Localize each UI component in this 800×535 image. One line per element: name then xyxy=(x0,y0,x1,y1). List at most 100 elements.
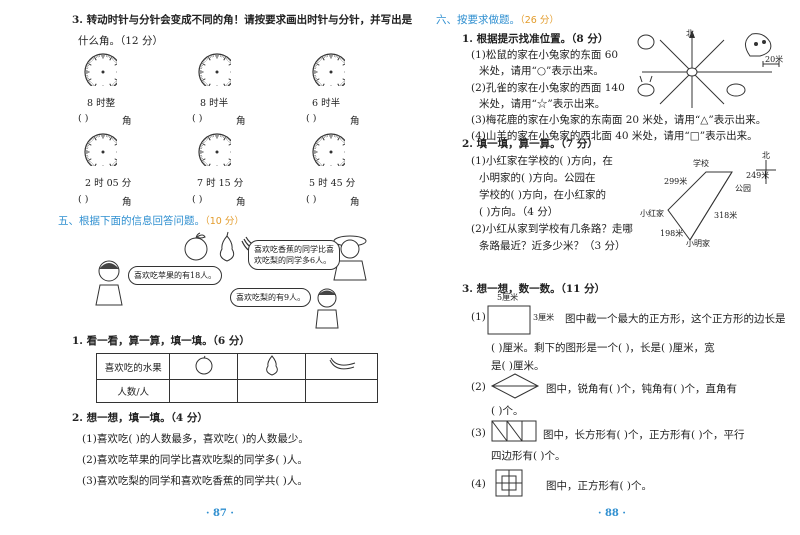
table-input-cell[interactable] xyxy=(169,379,239,403)
clock-label: 2 时 05 分 xyxy=(85,178,132,189)
peacock-icon xyxy=(745,33,772,57)
section-5-title-text: 五、根据下面的信息回答问题。 xyxy=(58,215,205,227)
label-school: 学校 xyxy=(693,159,709,168)
north-label: 北 xyxy=(686,29,694,38)
apple-icon xyxy=(195,355,213,375)
r-q3-line: ( )个。 xyxy=(491,405,524,417)
q3-title-line1: 3. 转动时针与分针会变成不同的角！请按要求画出时针与分针，并写出是 xyxy=(72,14,413,26)
clock-label: 6 时半 xyxy=(312,98,341,109)
label-xiaoming: 小明家 xyxy=(686,239,710,248)
r-q2-title: 2. 填一填，算一算。（7 分） xyxy=(462,138,598,150)
q2-line-2: (2)喜欢吃苹果的同学比喜欢吃梨的同学多( )人。 xyxy=(82,454,308,466)
angle-suffix: 角 xyxy=(122,116,132,127)
clock-label: 8 时半 xyxy=(200,98,229,109)
table-header-cell: 人数/人 xyxy=(95,379,171,403)
r-q3-line: 四边形有( )个。 xyxy=(491,450,566,462)
distance-label: 318米 xyxy=(714,211,738,220)
goat-icon xyxy=(726,83,746,97)
r-q2-line: (2)小红从家到学校有几条路？走哪 xyxy=(471,223,633,235)
r-q3-line: ( )厘米。剩下的图形是一个( )，长是( )厘米，宽 xyxy=(491,342,715,354)
answer-paren[interactable]: ( ) xyxy=(306,194,317,205)
clock-face-icon[interactable] xyxy=(311,132,345,166)
clock-face-icon[interactable] xyxy=(197,52,231,86)
q2-line-1: (1)喜欢吃( )的人数最多，喜欢吃( )的人数最少。 xyxy=(82,433,309,445)
q1-title: 1. 看一看，算一算，填一填。（6 分） xyxy=(72,335,250,347)
section-6-title-text: 六、按要求做题。 xyxy=(436,14,520,26)
scale-label: 20米 xyxy=(765,55,784,64)
answer-paren[interactable]: ( ) xyxy=(192,194,203,205)
boy-illustration xyxy=(315,288,339,329)
banana-icon xyxy=(329,357,355,370)
page-number-left: · 87 · xyxy=(206,508,234,519)
rabbit-icon xyxy=(686,67,698,77)
squirrel-icon xyxy=(637,34,655,50)
answer-paren[interactable]: ( ) xyxy=(192,113,203,124)
clock-face-icon[interactable] xyxy=(311,52,345,86)
r-q1-title: 1. 根据提示找准位置。（8 分） xyxy=(462,33,609,45)
angle-suffix: 角 xyxy=(122,197,132,208)
r-q3-line: 图中，正方形有( )个。 xyxy=(546,480,653,492)
r-q3-line: 图中截一个最大的正方形，这个正方形的边长是 xyxy=(565,313,786,325)
r-q2-line: 条路最近？近多少米？（3 分） xyxy=(479,240,626,252)
table-input-cell[interactable] xyxy=(237,379,307,403)
label-xiaohong: 小红家 xyxy=(640,209,664,218)
clock-face-icon[interactable] xyxy=(83,52,117,86)
r-q2-line: 小明家的( )方向。公园在 xyxy=(479,172,596,184)
clock-face-icon[interactable] xyxy=(197,132,231,166)
angle-suffix: 角 xyxy=(350,197,360,208)
table-cell xyxy=(169,353,239,380)
rect-top-label: 5厘米 xyxy=(497,293,519,302)
r-q3-part: (4) xyxy=(471,478,486,490)
girl-with-hat-illustration xyxy=(333,235,367,281)
compass-map xyxy=(637,30,780,108)
r-q1-line: (1)松鼠的家在小兔家的东面 60 xyxy=(471,49,619,61)
r-q3-part: (3) xyxy=(471,427,486,439)
r-q3-line: 图中，锐角有( )个，钝角有( )个，直角有 xyxy=(546,383,738,395)
girl-illustration xyxy=(95,260,123,306)
rhombus-figure xyxy=(490,373,540,399)
distance-label: 299米 xyxy=(664,177,688,186)
answer-paren[interactable]: ( ) xyxy=(78,194,89,205)
table-cell xyxy=(305,353,378,380)
r-q2-line: 学校的( )方向，在小红家的 xyxy=(479,189,607,201)
r-q3-title: 3. 想一想，数一数。（11 分） xyxy=(462,283,606,295)
q2-line-3: (3)喜欢吃梨的同学和喜欢吃香蕉的同学共( )人。 xyxy=(82,475,308,487)
rectangle-figure xyxy=(487,305,531,335)
answer-paren[interactable]: ( ) xyxy=(306,113,317,124)
distance-label: 249米 xyxy=(746,171,770,180)
angle-suffix: 角 xyxy=(350,116,360,127)
speech-bubble-pear: 喜欢吃梨的有9人。 xyxy=(230,288,312,307)
r-q3-line: 图中，长方形有( )个，正方形有( )个，平行 xyxy=(543,429,745,441)
rect-side-label: 3厘米 xyxy=(533,313,555,322)
speech-bubble-banana: 喜欢吃香蕉的同学比喜欢吃梨的同学多6人。 xyxy=(248,240,340,270)
r-q2-line: ( )方向。（4 分） xyxy=(479,206,559,218)
pear-icon xyxy=(265,355,278,376)
r-q1-line: (3)梅花鹿的家在小兔家的东南面 20 米处，请用“△”表示出来。 xyxy=(471,114,767,126)
page-number-right: · 88 · xyxy=(598,508,626,519)
angle-suffix: 角 xyxy=(236,116,246,127)
label-park: 公园 xyxy=(735,184,751,193)
clock-label: 8 时整 xyxy=(87,98,116,109)
route-map xyxy=(667,160,776,241)
table-row: 人数/人 xyxy=(95,379,378,403)
clock-face-icon[interactable] xyxy=(83,132,117,166)
section-5-points: （10 分） xyxy=(205,216,244,227)
section-5-title: 五、根据下面的信息回答问题。（10 分） xyxy=(58,213,244,228)
angle-suffix: 角 xyxy=(236,197,246,208)
table-input-cell[interactable] xyxy=(305,379,378,403)
apple-icon xyxy=(184,232,208,261)
r-q1-line: 米处，请用“○”表示出来。 xyxy=(479,65,604,77)
clock-label: 7 时 15 分 xyxy=(197,178,244,189)
table-row: 喜欢吃的水果 xyxy=(95,353,378,380)
label-north: 北 xyxy=(762,151,770,160)
pear-icon xyxy=(219,231,235,262)
r-q2-line: (1)小红家在学校的( )方向，在 xyxy=(471,155,613,167)
clock-label: 5 时 45 分 xyxy=(309,178,356,189)
r-q3-line: 是( )厘米。 xyxy=(491,360,545,372)
r-q3-part: (1) xyxy=(471,311,486,323)
parallelogram-figure xyxy=(491,420,537,442)
answer-paren[interactable]: ( ) xyxy=(78,113,89,124)
fruit-table: 喜欢吃的水果 人数/人 xyxy=(95,353,378,403)
q2-title: 2. 想一想，填一填。（4 分） xyxy=(72,412,208,424)
r-q1-line: 米处，请用“☆”表示出来。 xyxy=(479,98,606,110)
